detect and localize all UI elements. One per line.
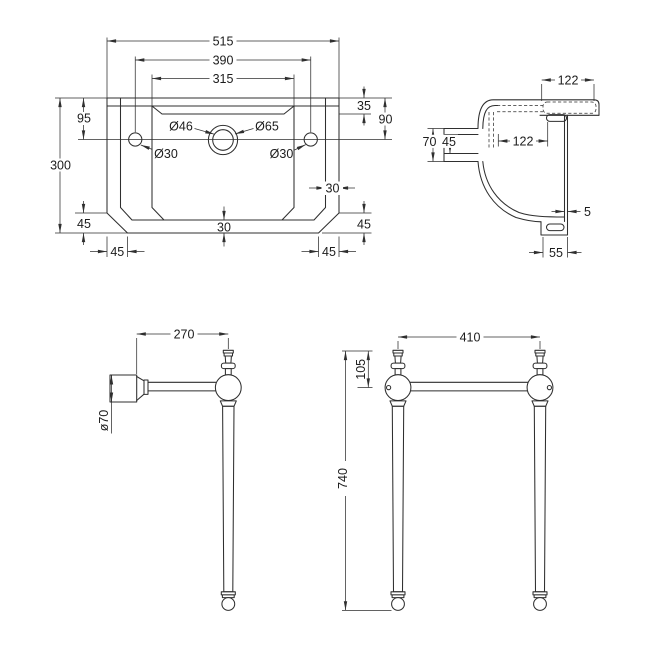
label-mask	[170, 327, 198, 341]
side-bowl-inner	[482, 160, 566, 218]
dim-outlet-inner: 45	[442, 135, 456, 149]
dim-ledge-depth: 122	[558, 74, 579, 88]
dim-chamfer-width-left: 45	[110, 245, 124, 259]
side-bowl-outer	[477, 160, 542, 223]
basin-outline	[106, 97, 340, 234]
dim-panel-thickness: 5	[584, 205, 591, 219]
dim-chamfer-height-left: 45	[77, 217, 91, 231]
label-mask	[209, 72, 237, 85]
label-mask	[49, 158, 72, 172]
extension-lines	[427, 84, 595, 258]
washstand-side-view: 270 ø70	[97, 327, 242, 611]
extension-lines	[342, 341, 541, 611]
waste-hole-outer	[207, 124, 239, 156]
side-outer-profile	[443, 99, 600, 130]
dim-finial-to-bar: 105	[354, 359, 368, 380]
dim-waste-outer: Ø65	[255, 120, 279, 134]
dim-chamfer-height-right: 45	[357, 218, 371, 232]
dim-bowl-depth: 122	[513, 135, 534, 149]
dim-tails	[529, 209, 582, 255]
hidden-lines	[488, 105, 543, 148]
label-mask	[456, 330, 484, 344]
extension-lines	[111, 338, 229, 434]
label-mask	[440, 134, 458, 148]
coupling-flange	[143, 379, 149, 395]
bottle-trap	[109, 374, 138, 403]
label-mask	[420, 134, 439, 148]
dim-overall-width: 515	[213, 35, 234, 49]
dim-arm-length: 270	[174, 328, 195, 342]
trap-coupling	[136, 375, 145, 402]
dim-rim-to-bowl-top: 35	[357, 99, 371, 113]
dim-bowl-width: 315	[213, 72, 234, 86]
dim-base-thickness: 30	[217, 221, 231, 235]
waste-hole-inner	[212, 129, 234, 151]
dim-rim-thickness-right: 30	[326, 182, 340, 196]
leader-lines	[140, 128, 306, 151]
label-mask	[75, 112, 93, 125]
dim-waste-inner: Ø46	[169, 120, 193, 134]
label-mask	[555, 73, 581, 87]
dim-tap-right: Ø30	[270, 147, 294, 161]
dim-leg-centres: 410	[460, 331, 481, 345]
tap-hole-right	[303, 132, 318, 147]
label-mask	[510, 134, 536, 148]
dim-tap-left: Ø30	[154, 147, 178, 161]
basin-side-view: 122 122 70 45 5 55	[420, 73, 600, 260]
fixing-slot	[545, 114, 568, 122]
dim-trap-diameter: ø70	[97, 410, 111, 432]
label-mask	[376, 112, 395, 126]
washstand-front-view: 410 105 740	[336, 330, 554, 611]
dim-outlet-outer: 70	[423, 135, 437, 149]
dim-bracket-depth: 55	[549, 246, 563, 260]
extension-lines	[55, 37, 392, 257]
basin-inner-outline	[119, 97, 327, 221]
back-panel	[563, 114, 569, 223]
bottom-bracket	[540, 220, 569, 236]
label-mask	[321, 181, 343, 195]
label-mask	[336, 461, 350, 496]
label-mask	[209, 34, 237, 48]
dim-chamfer-width-right: 45	[322, 245, 336, 259]
hidden-rim-channel	[542, 101, 597, 114]
dim-stand-height: 740	[336, 468, 350, 489]
dim-top-to-tap-right: 90	[379, 112, 393, 126]
side-inner-rim	[482, 104, 499, 130]
label-mask	[209, 53, 237, 67]
washstand-leg	[214, 349, 242, 611]
dim-tap-centres: 390	[213, 54, 234, 68]
basin-front-view: 515 390 315 95 300 35 90 30 45 45 45 45 …	[49, 34, 395, 259]
fixing-screw-right	[546, 384, 553, 391]
dim-overall-height: 300	[50, 159, 71, 173]
tap-hole-left	[128, 132, 143, 147]
dim-top-to-tap-left: 95	[77, 112, 91, 126]
bracket-slot	[545, 223, 565, 232]
cross-bar	[409, 381, 529, 392]
support-arm	[147, 381, 217, 392]
fixing-screw-left	[385, 384, 392, 391]
